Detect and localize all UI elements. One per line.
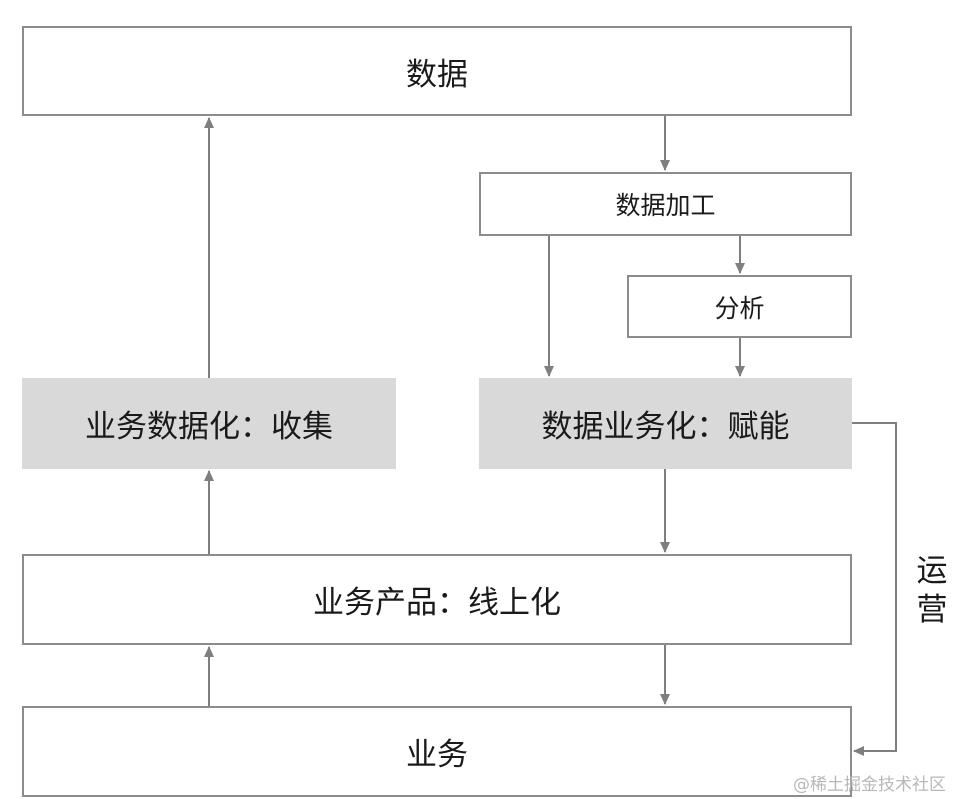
business-datafication-box: 业务数据化：收集	[22, 378, 396, 469]
watermark: @稀土掘金技术社区	[793, 775, 946, 795]
analysis-box: 分析	[627, 275, 852, 338]
business-product-box: 业务产品：线上化	[22, 554, 852, 645]
data-processing-box: 数据加工	[479, 172, 852, 236]
operations-label: 运 营	[912, 552, 952, 630]
data-box: 数据	[22, 26, 852, 116]
arrow-operations-loop	[852, 422, 897, 756]
business-box: 业务	[22, 706, 852, 797]
operations-label-char-2: 营	[916, 592, 948, 628]
operations-label-char-1: 运	[916, 553, 948, 589]
data-businessization-box: 数据业务化：赋能	[479, 378, 852, 469]
